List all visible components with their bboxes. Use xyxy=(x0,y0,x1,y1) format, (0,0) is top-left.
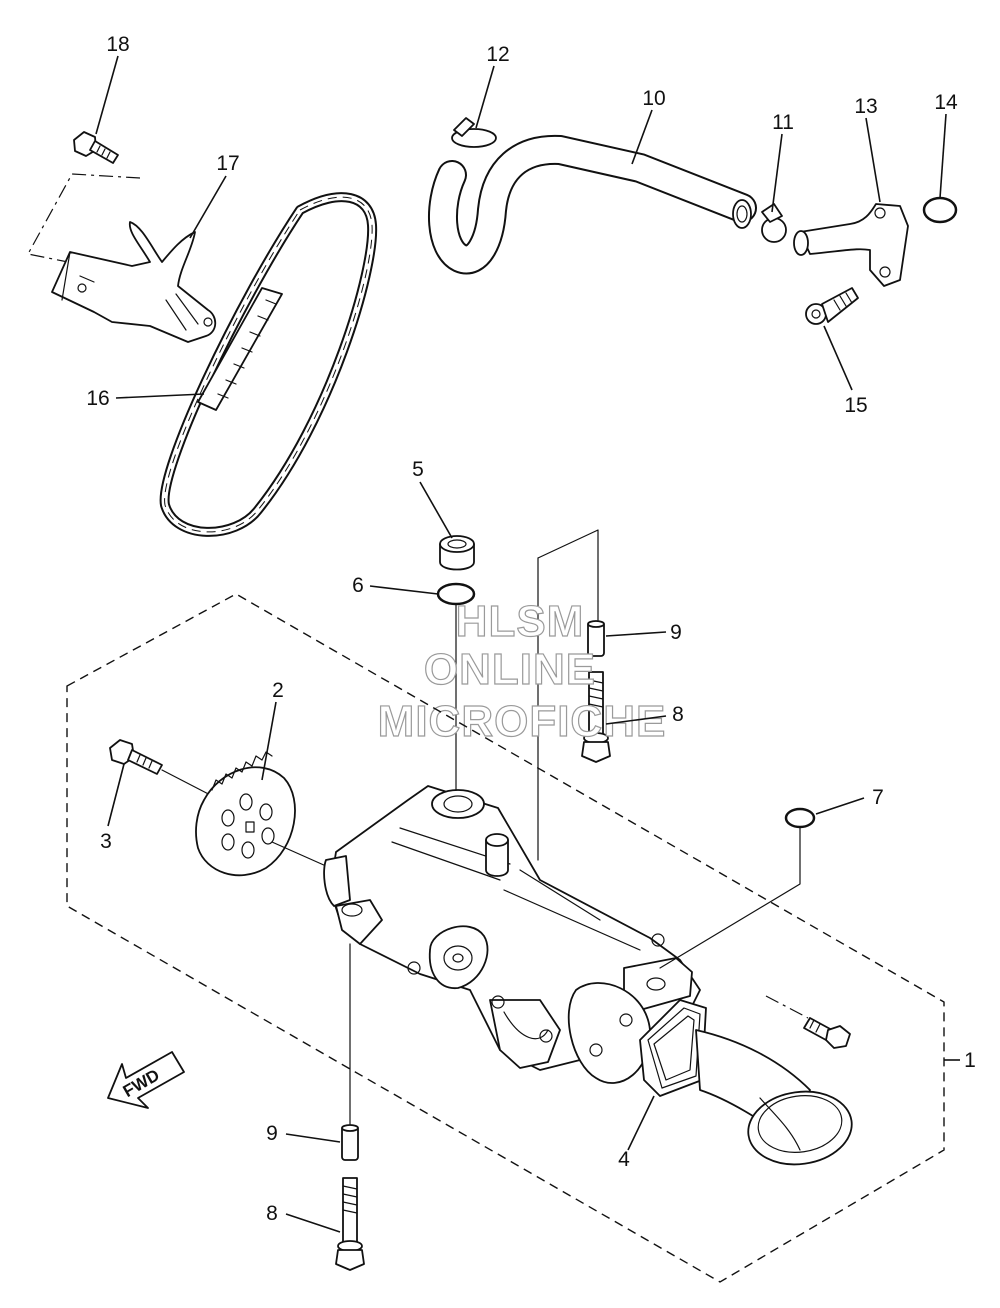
hose-clip-12 xyxy=(451,117,497,148)
oil-strainer-4 xyxy=(639,999,853,1166)
hose-clip-11 xyxy=(761,203,787,243)
oil-pump-sprocket-2 xyxy=(195,751,296,877)
oil-hose-10 xyxy=(428,134,757,275)
dowel-pin-9-top xyxy=(587,620,605,657)
o-ring-7-alignment-line xyxy=(659,826,801,969)
strainer-bolt xyxy=(803,1017,851,1049)
callout-4: 4 xyxy=(618,1148,630,1171)
chain-guide-17 xyxy=(51,221,217,343)
bolt-18-alignment-line xyxy=(27,173,141,263)
callout-8-top: 8 xyxy=(672,703,684,726)
callout-3: 3 xyxy=(100,830,112,853)
strainer-bolt-alignment-line xyxy=(765,995,809,1019)
bolt-18 xyxy=(73,131,119,164)
collar-5 xyxy=(439,535,475,571)
callout-7: 7 xyxy=(872,786,884,809)
dowel-pin-9-bottom xyxy=(341,1124,359,1161)
callout-18: 18 xyxy=(106,33,129,56)
forward-arrow-icon: FWD xyxy=(107,1051,185,1109)
watermark: HLSM ONLINE MICROFICHE xyxy=(377,596,667,746)
watermark-line-2: ONLINE xyxy=(424,645,596,694)
callout-17: 17 xyxy=(216,152,239,175)
watermark-line-1: HLSM xyxy=(456,597,585,646)
callout-9-top: 9 xyxy=(670,621,682,644)
callout-10: 10 xyxy=(642,87,665,110)
o-ring-14 xyxy=(922,196,958,224)
oil-pipe-13 xyxy=(793,203,909,287)
bolt-15 xyxy=(805,287,859,325)
callout-8-bottom: 8 xyxy=(266,1202,278,1225)
timing-chain-16 xyxy=(159,192,378,537)
callout-14: 14 xyxy=(934,91,958,114)
leader-lines xyxy=(95,55,960,1233)
callout-16: 16 xyxy=(86,387,109,410)
callout-9-bottom: 9 xyxy=(266,1122,278,1145)
o-ring-7 xyxy=(784,807,816,829)
callout-15: 15 xyxy=(844,394,867,417)
bolt-8-bottom xyxy=(335,1177,365,1271)
callout-6: 6 xyxy=(352,574,364,597)
callout-13: 13 xyxy=(854,95,877,118)
callout-2: 2 xyxy=(272,679,284,702)
oil-pump-body xyxy=(323,785,701,1084)
callout-5: 5 xyxy=(412,458,424,481)
bolt-3 xyxy=(109,739,163,775)
oil-pump-assembly-boundary xyxy=(66,593,945,1283)
bolt-8-top xyxy=(581,671,611,763)
watermark-line-3: MICROFICHE xyxy=(378,697,667,746)
callout-numbers: 18 17 16 12 10 11 13 14 15 5 6 9 8 2 3 7… xyxy=(86,33,976,1225)
callout-12: 12 xyxy=(486,43,509,66)
callout-11: 11 xyxy=(772,111,794,134)
callout-1: 1 xyxy=(964,1049,976,1072)
